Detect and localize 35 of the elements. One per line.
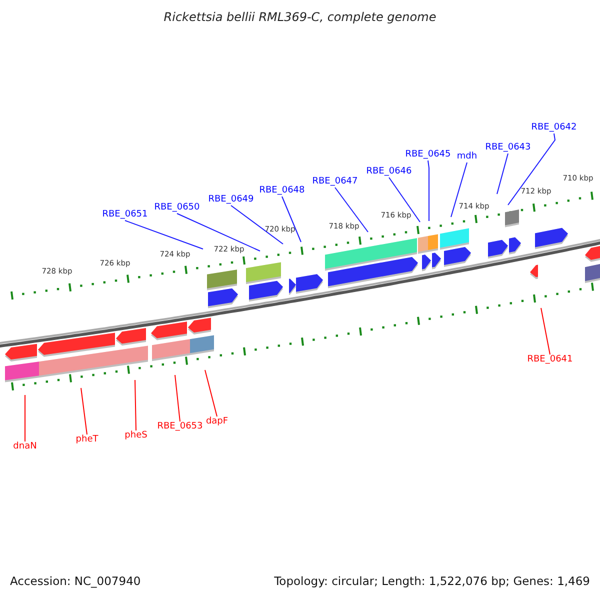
leader-line [124,220,204,250]
leader-line [24,394,26,442]
leader-line [134,380,136,431]
gene-label: RBE_0643 [485,144,531,152]
gene-label: dapF [206,418,228,426]
gene-label: RBE_0653 [157,422,203,432]
gene-label: pheS [124,432,148,440]
gene-label: RBE_0642 [531,124,577,132]
leader-line [80,388,88,435]
gene-label: RBE_0649 [208,196,254,204]
leader-line [388,177,420,222]
gene-label: mdh [456,152,478,162]
leader-line [496,153,508,194]
accession-text: Accession: NC_007940 [10,576,141,588]
gene-label: RBE_0645 [405,150,451,160]
leader-line [282,196,302,242]
leader-line [176,213,260,252]
leader-line [428,160,430,222]
gene-label: RBE_0648 [259,186,305,196]
gene-label: dnaN [13,442,37,452]
leader-line [204,370,218,417]
leader-line [334,187,368,232]
leader-line [450,162,468,218]
gene-label: RBE_0641 [527,356,573,364]
gene-label: RBE_0646 [366,168,412,176]
leader-line [174,374,180,422]
leader-line [540,308,550,355]
gene-label: RBE_0647 [312,178,358,186]
leader-line [230,205,284,244]
gene-label: RBE_0651 [102,210,148,220]
leader-line [508,133,556,206]
gene-label: pheT [76,436,98,444]
genome-summary-text: Topology: circular; Length: 1,522,076 bp; Genes: 1,469 [274,576,590,588]
title: Rickettsia bellii RML369-C, complete genome [162,11,438,23]
gene-label: RBE_0650 [154,204,200,212]
